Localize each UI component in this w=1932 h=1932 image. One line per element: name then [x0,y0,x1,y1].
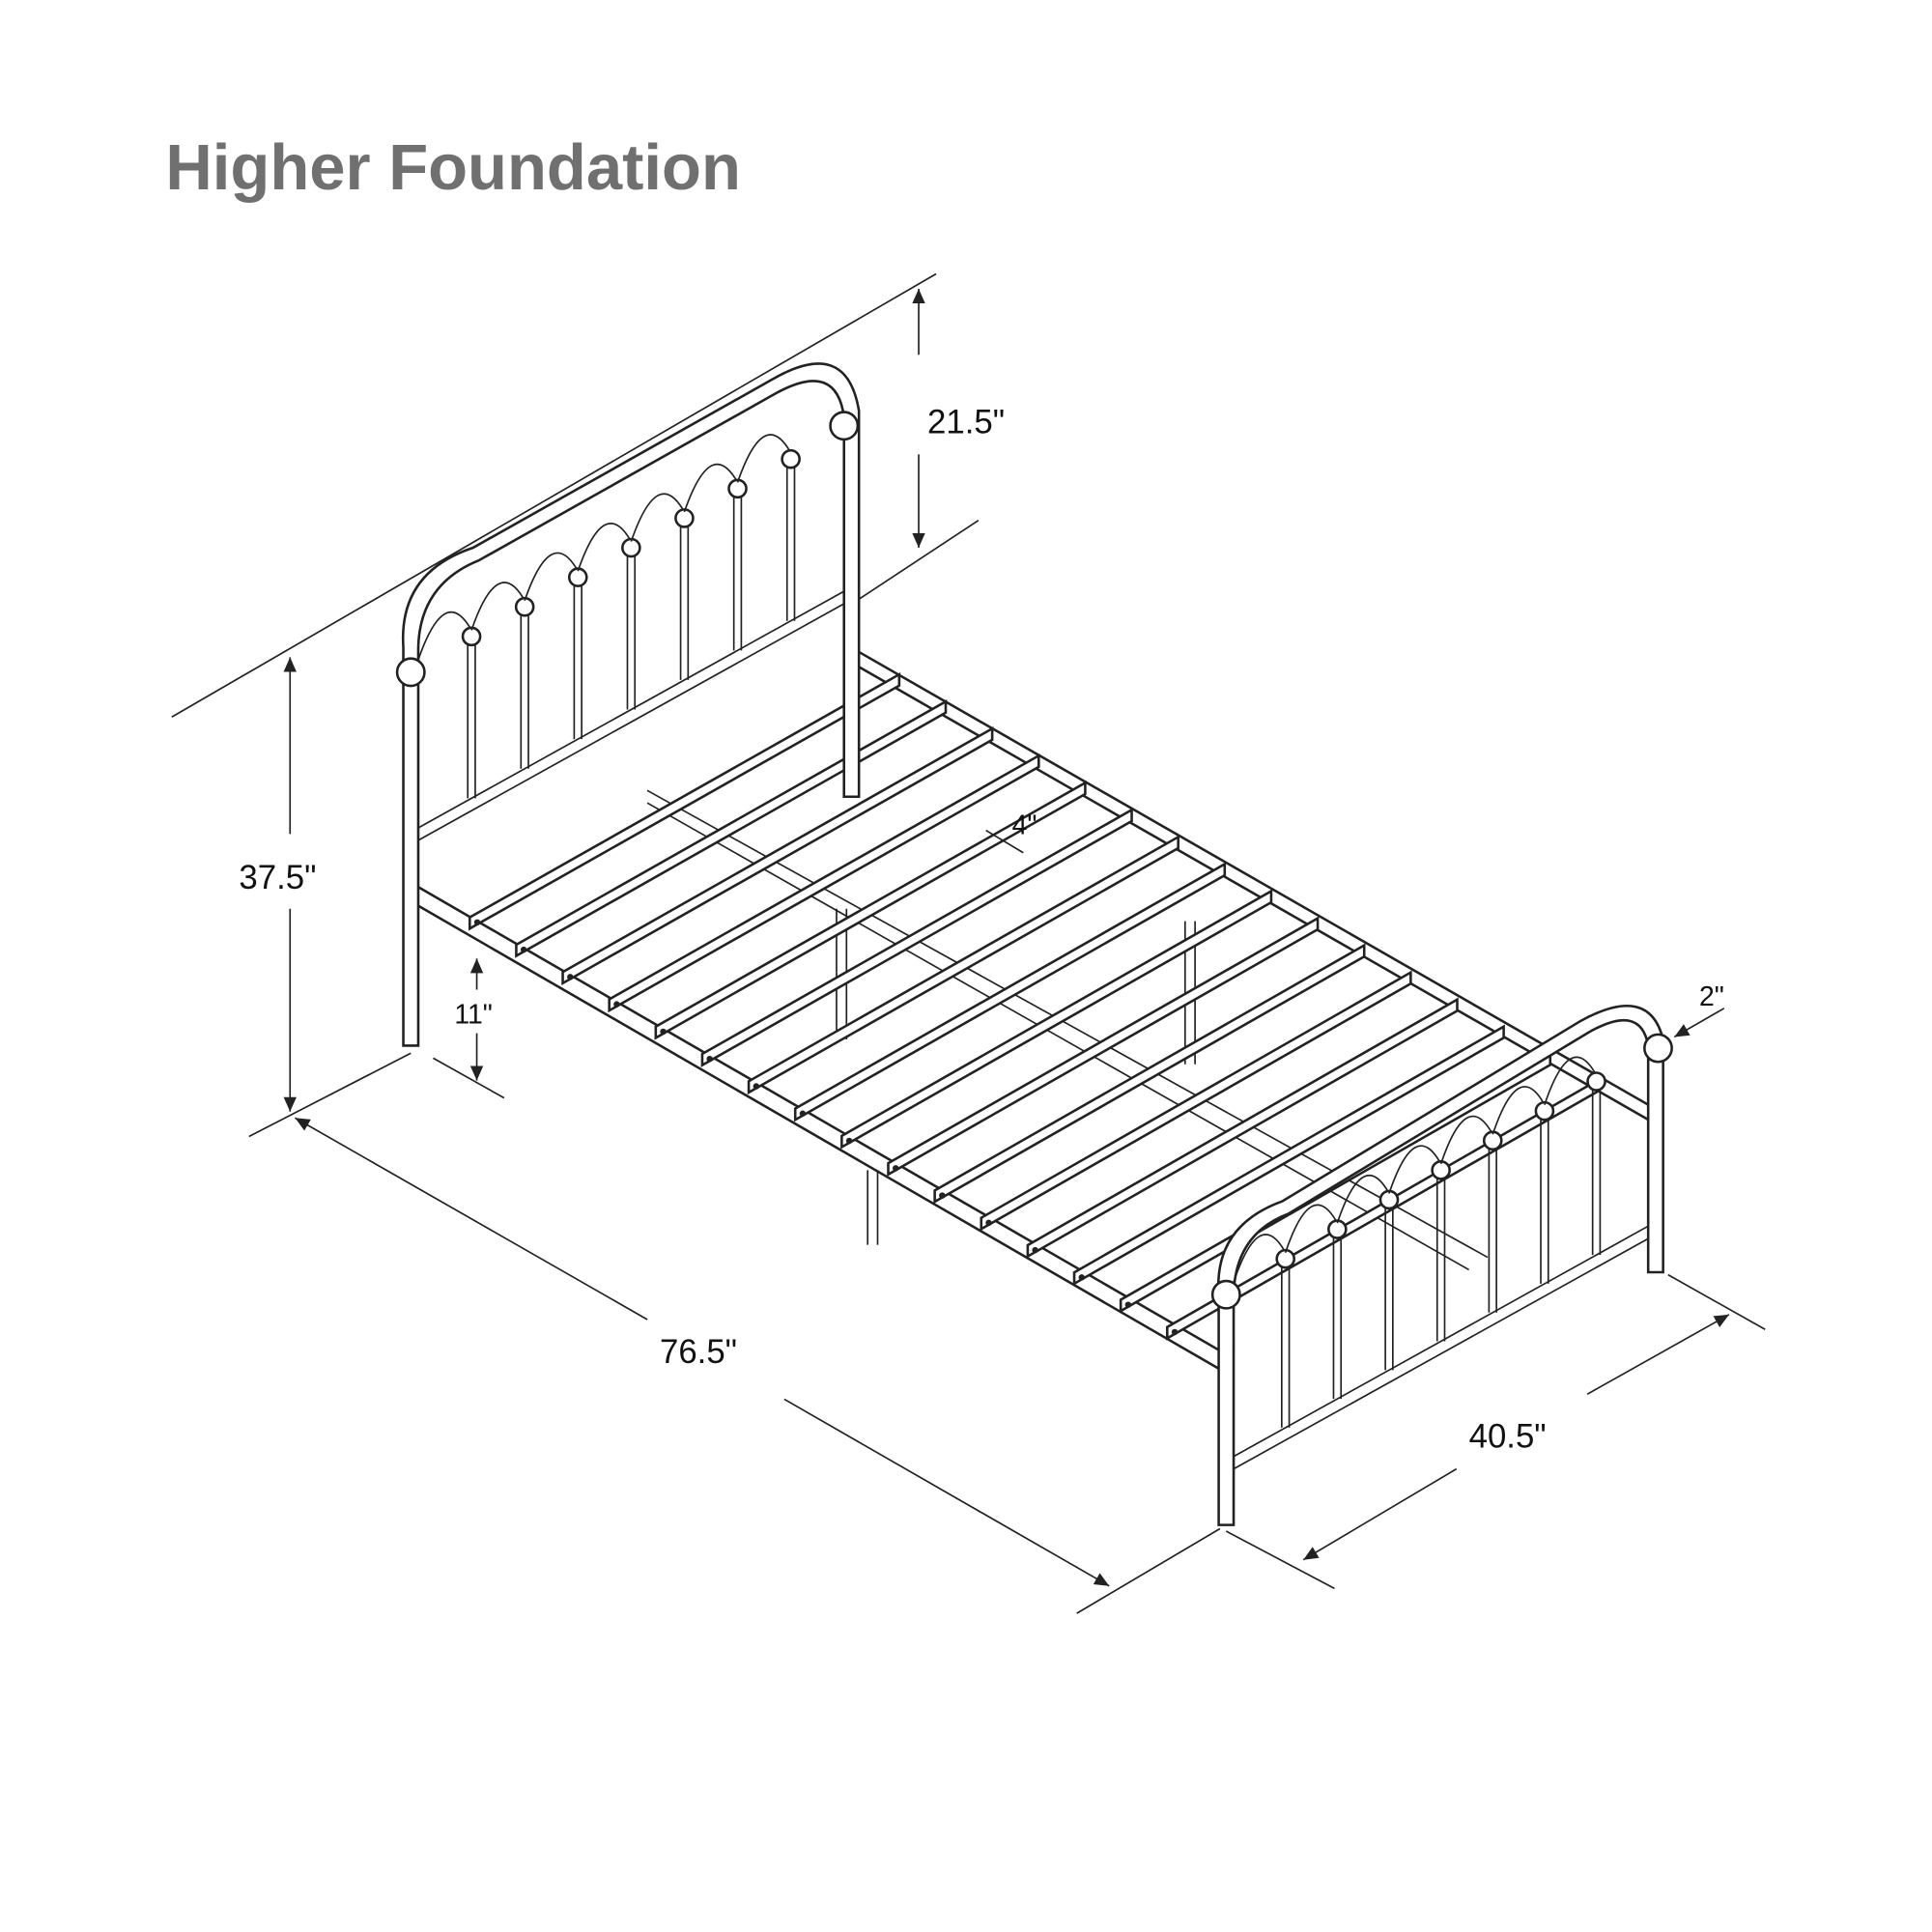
spindle-ball [621,537,641,558]
spindle-ball [781,448,801,469]
dim-2-line [1673,1008,1725,1038]
spindle-arch [470,582,526,631]
spindle-arch [736,434,792,483]
spindle-ball [1431,1160,1451,1180]
extension-lines [171,272,1766,1614]
slat-bolt [845,1137,853,1145]
spindle-arch [1439,1115,1494,1165]
spindle-arch [1336,1174,1390,1224]
slat-bolt [1124,1301,1132,1308]
slat-bolt [939,1192,946,1199]
slat-bolt [567,974,574,980]
spindle-ball [1275,1248,1296,1269]
slat-bolt [1171,1328,1179,1336]
spindle-arch [630,493,686,542]
slat [980,970,1412,1232]
dimension-lines [283,288,1730,1587]
spindle-ball [461,626,482,647]
spindle-arch [417,611,472,661]
label-37-5: 37.5" [239,860,316,896]
slat [747,835,1179,1095]
slat-bolt [893,1165,899,1172]
slat [700,808,1133,1067]
spindle-ball [514,596,535,617]
label-76-5: 76.5" [660,1334,737,1371]
spindle-arch [683,463,739,513]
spindle-arch [1233,1234,1287,1283]
slat [561,726,994,986]
slat-bolt [753,1083,760,1090]
slat [793,862,1227,1122]
headboard-right-finial [829,411,860,441]
diagram-title: Higher Foundation [165,131,740,204]
spindle-ball [1327,1219,1348,1239]
dim-76-5-line [294,1117,648,1321]
slat [1026,997,1459,1259]
slat-bolt [706,1055,713,1063]
slat [840,889,1273,1150]
slat [468,671,901,931]
headboard-left-finial [395,657,426,688]
spindle-arch [524,552,579,602]
spindle-ball [727,478,748,499]
label-40-5: 40.5" [1469,1419,1547,1456]
slat [887,916,1320,1177]
slat-bolt [1032,1246,1038,1254]
slat [608,753,1040,1013]
label-4: 4" [1012,810,1037,840]
spindle-ball [1378,1189,1400,1210]
slat-bolt [660,1028,667,1036]
slat [933,943,1366,1205]
dim-4-line [985,829,1024,854]
slat-bolt [613,1001,620,1008]
spindle-ball [1534,1100,1555,1122]
spindle-ball [674,508,695,528]
label-21-5: 21.5" [927,404,1005,440]
dim-40-5-line [1302,1467,1458,1561]
spindle-arch [1284,1204,1339,1253]
spindle-ball [567,567,588,587]
spindle-arch [1544,1056,1598,1105]
slat-bolt [799,1110,807,1117]
footboard-left-finial [1210,1279,1241,1310]
spindle-arch [577,523,633,572]
footboard [1210,1004,1673,1526]
slat-bolt [1078,1274,1085,1281]
footboard-right-finial [1643,1033,1673,1064]
headboard [395,362,861,1047]
spindle-arch [1388,1145,1442,1194]
left-side-rail [415,884,1222,1372]
label-2: 2" [1699,981,1724,1012]
spindle-ball [1586,1071,1606,1092]
spindle-ball [1482,1130,1503,1151]
side-rails [415,642,1651,1372]
right-side-rail [845,642,1651,1123]
slats [468,671,1599,1341]
slat [654,781,1087,1040]
slat-bolt [985,1219,992,1227]
slat-bolt [520,946,527,953]
slat [515,698,948,958]
slat [1072,1024,1505,1287]
spindle-arch [1492,1086,1546,1135]
slat-bolt [473,919,481,926]
label-11: 11" [454,999,492,1030]
